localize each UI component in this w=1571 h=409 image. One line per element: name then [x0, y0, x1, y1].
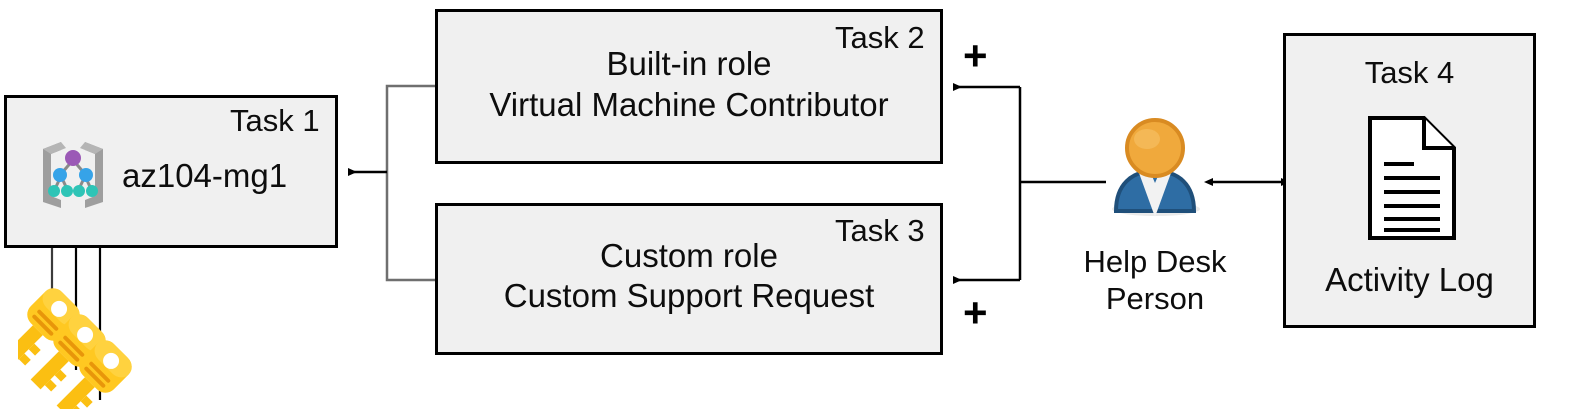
plus-sign-bottom: + [963, 289, 988, 336]
connector-tasks-to-mg [348, 84, 435, 282]
management-group-icon [33, 136, 113, 214]
user-icon [1103, 113, 1207, 217]
key-icon-group [4, 282, 138, 409]
task3-badge: Task 3 [835, 213, 925, 248]
task2-box[interactable] [435, 9, 943, 164]
task1-badge: Task 1 [230, 103, 320, 138]
task2-badge: Task 2 [835, 20, 925, 55]
task1-label: az104-mg1 [122, 157, 288, 194]
document-icon [1366, 114, 1458, 242]
task3-line2: Custom Support Request [503, 277, 875, 314]
person-label-line1: Help Desk [1083, 244, 1227, 279]
task2-line1: Built-in role [606, 45, 772, 82]
task3-box[interactable] [435, 203, 943, 355]
key-icon-3 [56, 340, 132, 409]
task1-box[interactable] [4, 95, 338, 248]
task3-line1: Custom role [600, 237, 778, 274]
task4-label: Activity Log [1325, 261, 1494, 298]
task2-line2: Virtual Machine Contributor [489, 86, 889, 123]
task4-badge: Task 4 [1364, 55, 1455, 90]
person-label-line2: Person [1105, 281, 1205, 317]
plus-sign-top: + [963, 32, 988, 79]
person-label: Help Desk Person [1040, 243, 1270, 317]
